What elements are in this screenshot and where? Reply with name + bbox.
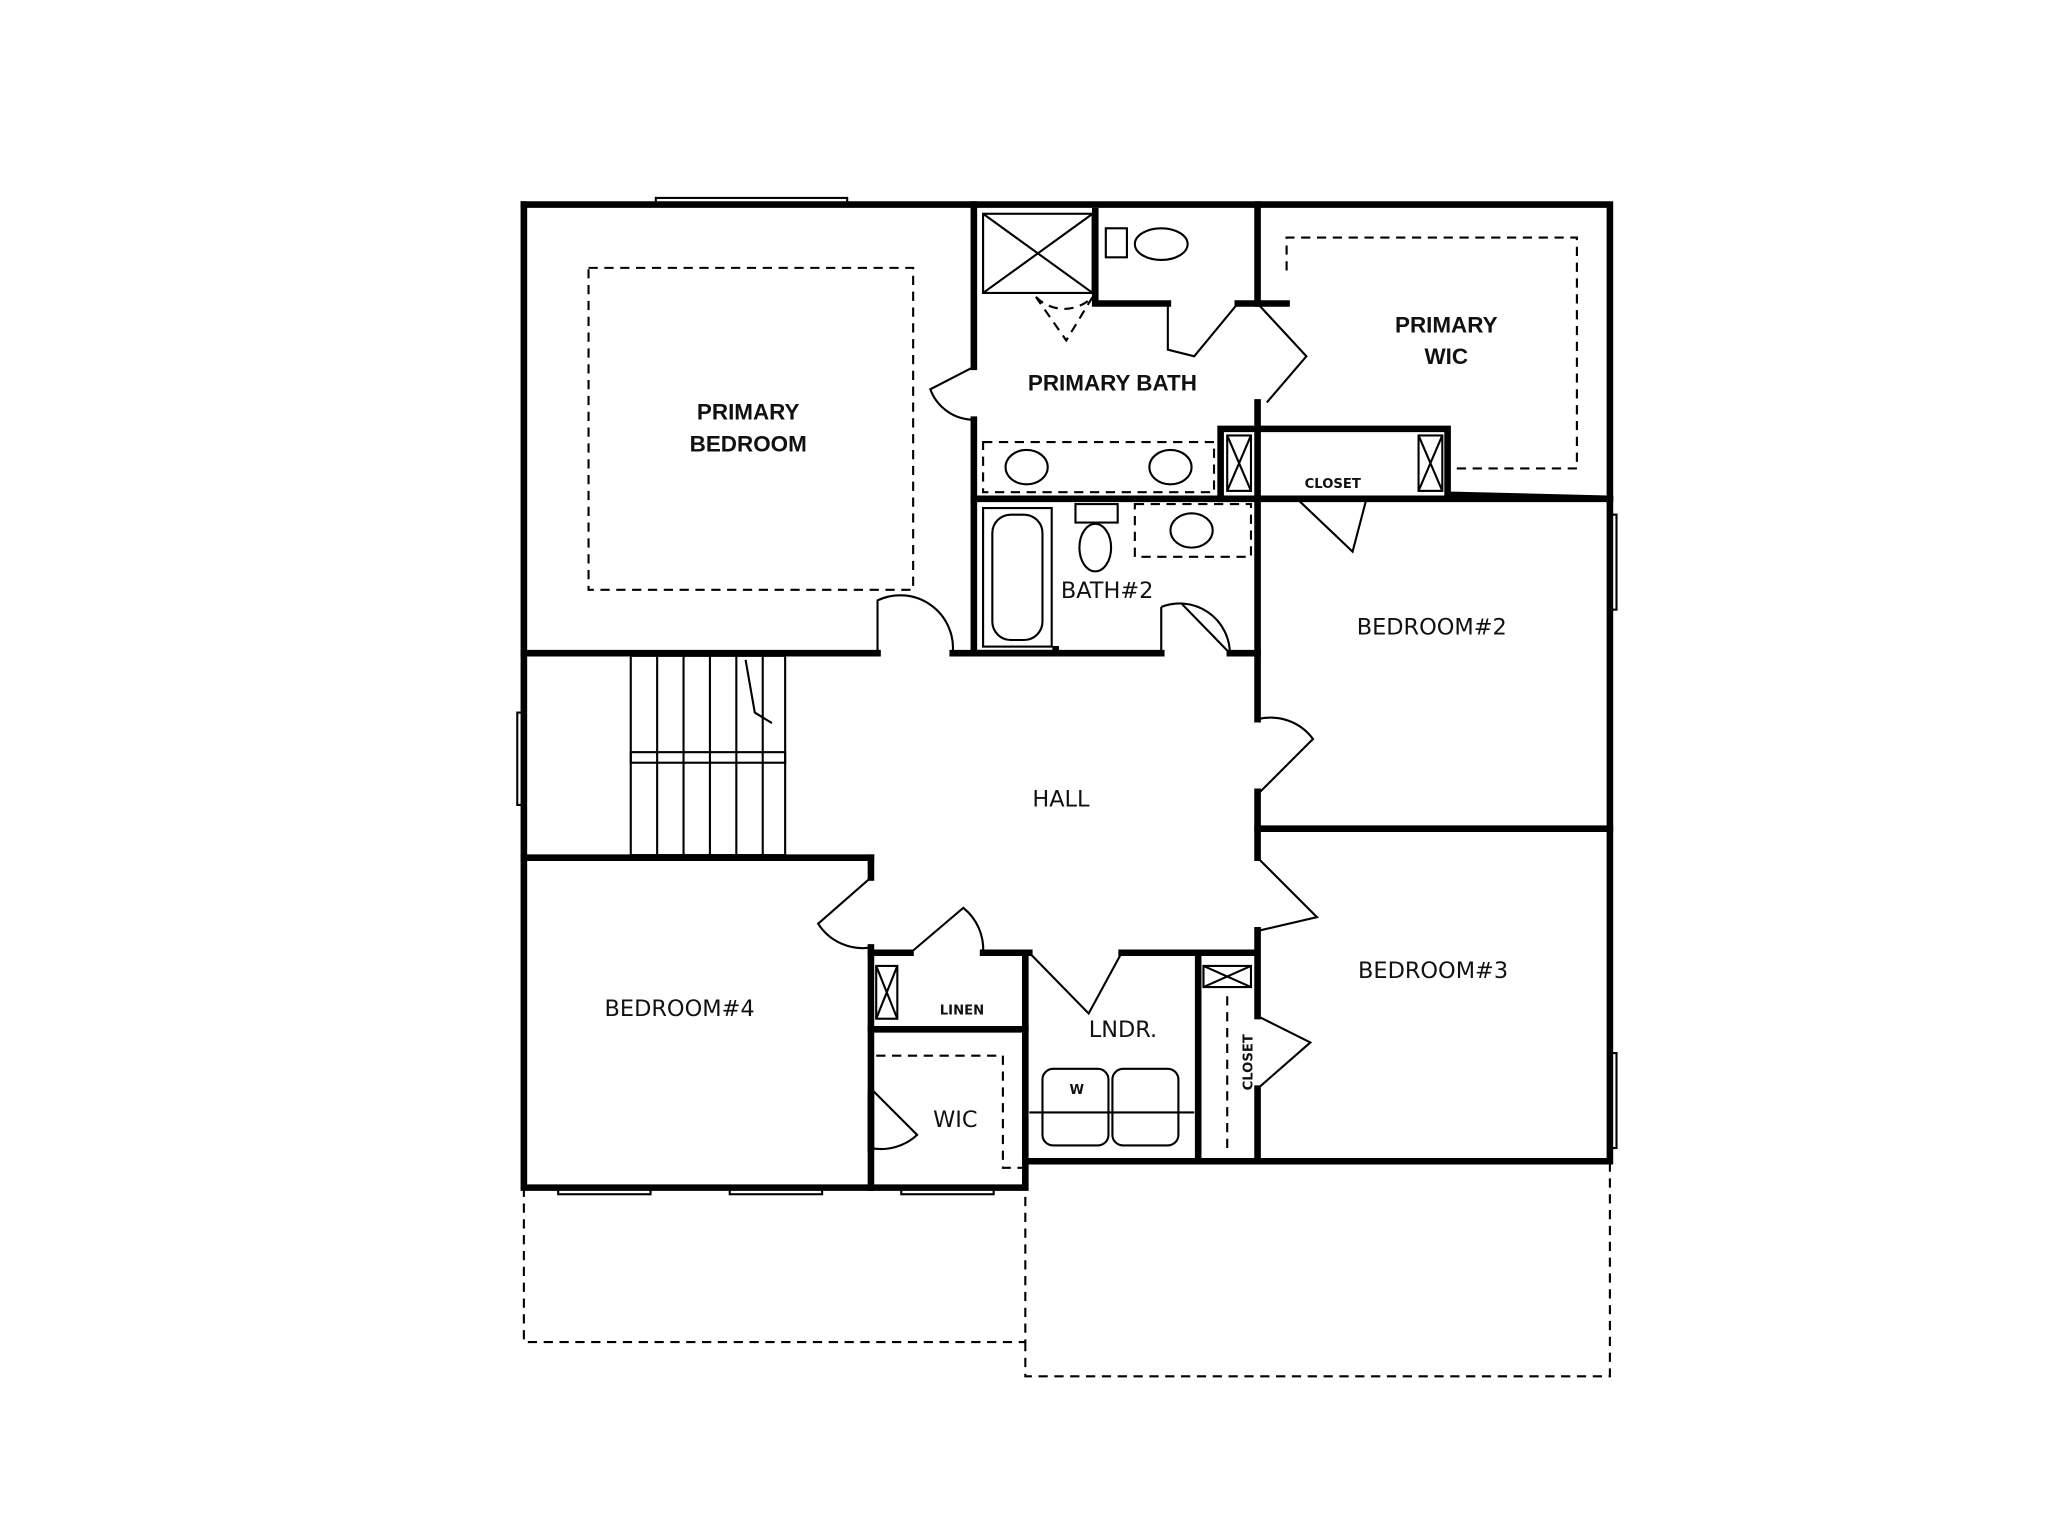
- toilet-primary: [1104, 227, 1189, 262]
- washer-dryer: [1029, 1067, 1195, 1147]
- label-closet-top: CLOSET: [1305, 477, 1361, 492]
- label-bedroom2: BEDROOM#2: [1357, 615, 1507, 641]
- primary-vanity: [982, 441, 1216, 494]
- walls: [520, 201, 1614, 1191]
- label-laundry: LNDR.: [1089, 1017, 1157, 1043]
- wic-shelf: [1285, 236, 1578, 470]
- label-bedroom4: BEDROOM#4: [605, 996, 755, 1022]
- fixtures: [875, 212, 1444, 1147]
- label-washer: W: [1070, 1083, 1085, 1098]
- label-primary-wic-1: PRIMARY: [1395, 313, 1498, 338]
- label-primary-wic-2: WIC: [1424, 344, 1468, 369]
- label-primary-bath: PRIMARY BATH: [1028, 371, 1197, 396]
- windows: [516, 196, 1618, 1196]
- label-primary-bedroom-2: BEDROOM: [690, 431, 807, 456]
- label-primary-bedroom-1: PRIMARY: [697, 400, 800, 425]
- label-linen: LINEN: [940, 1004, 984, 1019]
- label-bedroom3: BEDROOM#3: [1358, 958, 1508, 984]
- tray-ceiling: [587, 266, 915, 591]
- shower: [982, 212, 1094, 343]
- label-bath2: BATH#2: [1061, 578, 1154, 604]
- stairs: [629, 654, 787, 857]
- doors: [816, 302, 1367, 1151]
- label-hall: HALL: [1032, 786, 1090, 812]
- label-wic: WIC: [933, 1107, 977, 1133]
- dashed-outlines: [522, 236, 1611, 1378]
- bath2-vanity: [1133, 503, 1253, 558]
- toilet-bath2: [1074, 503, 1119, 573]
- bathtub: [982, 506, 1053, 648]
- label-closet-side: CLOSET: [1241, 1034, 1256, 1090]
- room-labels: PRIMARY BEDROOM PRIMARY BATH PRIMARY WIC…: [605, 313, 1509, 1133]
- hvac-chases: [875, 434, 1444, 1020]
